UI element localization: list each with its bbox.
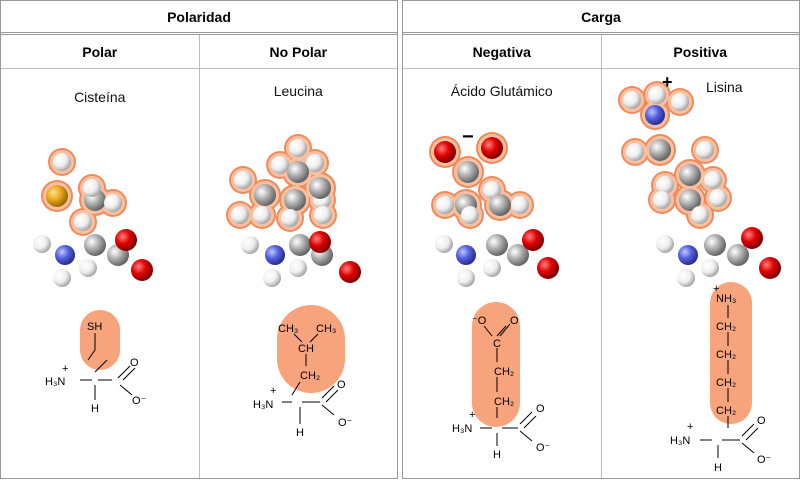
charge-group: Carga Negativa Ácido Glutámico Positiva … — [402, 0, 800, 479]
amino-acid-name-lysine: Lisina — [705, 79, 743, 95]
amino-acid-name-cysteine: Cisteína — [74, 89, 126, 105]
column-header-negative: Negativa — [403, 35, 601, 69]
column-negative: Negativa Ácido Glutámico — [403, 35, 602, 478]
charge-header: Carga — [403, 1, 799, 35]
column-positive: Positiva Lisina — [601, 35, 799, 478]
column-header-positive: Positiva — [601, 35, 799, 69]
amino-acid-name-glutamic-acid: Ácido Glutámico — [450, 83, 553, 99]
column-nonpolar: No Polar Leucina — [199, 35, 397, 478]
amino-acid-name-leucine: Leucina — [273, 83, 323, 99]
polarity-group: Polaridad Polar Cisteína No Polar Leucin… — [0, 0, 398, 479]
column-polar: Polar Cisteína — [1, 35, 200, 478]
column-header-polar: Polar — [1, 35, 199, 69]
column-header-nonpolar: No Polar — [199, 35, 397, 69]
polarity-header: Polaridad — [1, 1, 397, 35]
